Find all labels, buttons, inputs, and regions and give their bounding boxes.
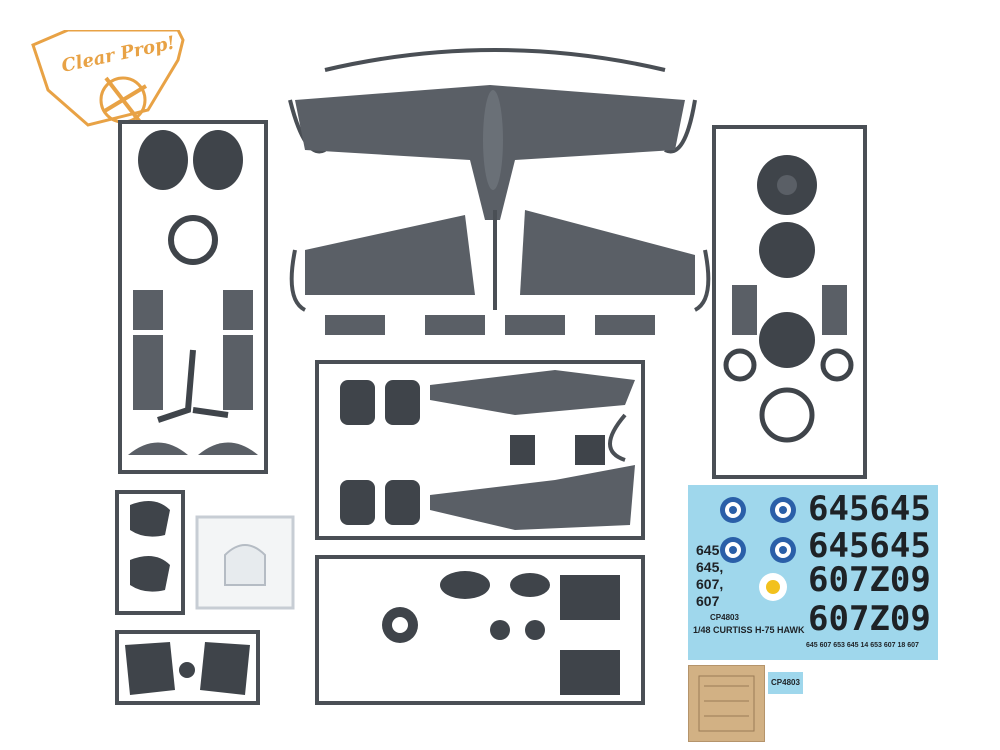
decal-number-4: 607Z09 [808, 599, 931, 639]
decal-bottom-row: 645 607 653 645 14 653 607 18 607 [806, 642, 919, 649]
small-decal-label: CP4803 [768, 672, 803, 694]
decal-code: CP4803 [710, 613, 739, 622]
seat-parts-sprue [115, 490, 185, 615]
clear-parts-sprue [195, 515, 295, 610]
decal-number-2: 645645 [808, 526, 931, 566]
left-parts-sprue [118, 120, 268, 475]
fuselage-sprue [315, 360, 645, 540]
decal-small-number-1: 645 [696, 542, 720, 558]
photo-etch-code: CP4803 [771, 678, 800, 687]
logo-text: Clear Prop! [60, 32, 177, 77]
decal-small-number-4: 607 [696, 593, 720, 609]
decal-small-number-2: 645, [696, 559, 723, 575]
brand-logo: Clear Prop! [28, 30, 188, 130]
lower-wing-sprue [285, 200, 715, 350]
small-parts-sprue [315, 555, 645, 705]
upper-wing-sprue [285, 40, 705, 220]
wheel-parts-sprue [115, 630, 260, 705]
photo-etch-fret [688, 665, 765, 742]
decal-number-1: 645645 [808, 489, 931, 529]
decal-number-3: 607Z09 [808, 560, 931, 600]
decal-title: 1/48 CURTISS H-75 HAWK [693, 625, 805, 635]
decal-small-number-3: 607, [696, 576, 723, 592]
decal-sheet: 645645 645645 607Z09 607Z09 645 645, 607… [688, 485, 938, 660]
roundel-markings [720, 497, 796, 601]
engine-parts-sprue [712, 125, 867, 480]
